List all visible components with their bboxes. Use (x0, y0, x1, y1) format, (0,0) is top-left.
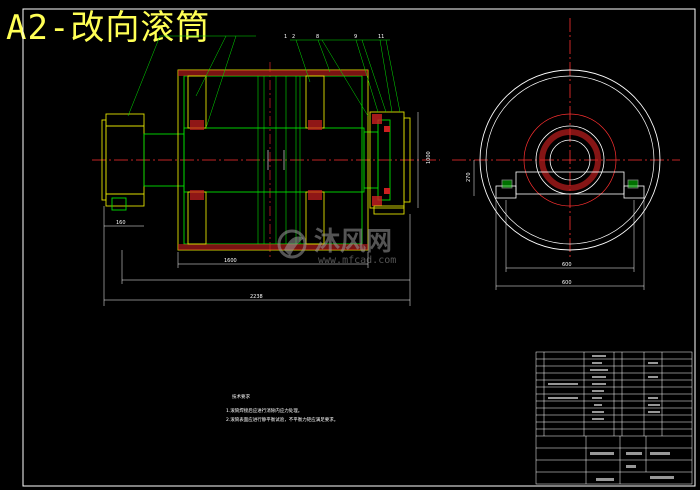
note-line-2: 2.滚筒表面应进行静平衡试验，不平衡力矩应满足要求。 (226, 416, 338, 423)
small-width-dim: 160 (116, 220, 126, 226)
title-block (535, 351, 693, 485)
bom-text-marks (548, 355, 674, 481)
technical-notes: 技术要求 1.滚筒焊接后应进行消除内应力处理。 2.滚筒表面应进行静平衡试验，不… (226, 393, 338, 423)
side-height-dim: 1000 (426, 151, 432, 164)
drawing-title: A2-改向滚筒 (6, 8, 211, 48)
watermark-url: www.mfcad.com (318, 255, 396, 266)
balloon-4: 9 (354, 34, 357, 40)
base-width-dim: 600 (562, 262, 572, 268)
drawing-frame (22, 8, 696, 487)
balloon-3: 8 (316, 34, 319, 40)
drum-length-dim: 1600 (224, 258, 237, 264)
section-lines (257, 76, 301, 244)
left-bearing-housing (101, 113, 145, 211)
front-view: 1 2 8 9 11 2238 1600 160 1000 (92, 34, 440, 306)
watermark-leaf-icon (284, 236, 304, 256)
base-width-outer-dim: 600 (562, 280, 572, 286)
note-line-1: 1.滚筒焊接后应进行消除内应力处理。 (226, 407, 302, 414)
side-view: 600 600 270 (452, 18, 680, 290)
drum-shell (177, 69, 369, 251)
watermark-brand: 沐风网 (314, 227, 392, 257)
hub-circle (523, 113, 617, 207)
balloon-5: 11 (378, 34, 384, 40)
bore-circle (549, 139, 591, 181)
drum-outer-circle (479, 69, 661, 251)
drum-inner-circle (485, 75, 655, 245)
watermark-logo (277, 229, 307, 259)
overall-length-dim: 2238 (250, 294, 263, 300)
balloon-labels: 1 2 8 9 11 (284, 34, 384, 40)
balloon-1: 1 (284, 34, 287, 40)
bearing-seat (495, 171, 645, 199)
side-dimensions (473, 160, 645, 290)
shaft-height-dim: 270 (466, 172, 472, 182)
balloon-2: 2 (292, 34, 295, 40)
right-bearing-housing (369, 111, 411, 215)
bearing-hatch (539, 129, 601, 191)
watermark: 沐风网 www.mfcad.com (277, 227, 396, 266)
front-dimensions (103, 112, 419, 306)
notes-heading: 技术要求 (232, 393, 250, 400)
leader-lines (127, 35, 401, 129)
